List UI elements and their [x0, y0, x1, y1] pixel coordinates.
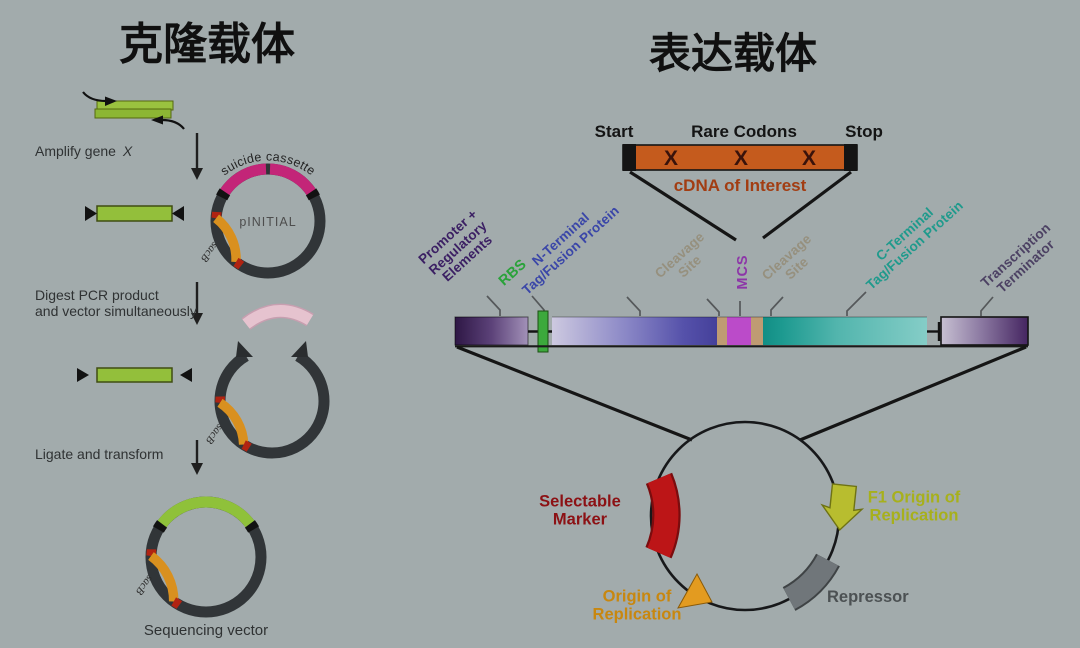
rare-codon-x: X	[802, 147, 816, 170]
label-leader-lines	[486, 291, 994, 316]
sacb-label: sacB	[203, 422, 226, 447]
selectable-marker-label: Selectable Marker	[539, 492, 621, 528]
ligate-step-label: Ligate and transform	[35, 446, 164, 462]
stop-label: Stop	[845, 122, 883, 141]
repressor-label: Repressor	[827, 588, 909, 606]
sacb-arc	[148, 552, 179, 602]
rbs-tick	[537, 310, 549, 353]
cdna-of-interest-label: cDNA of Interest	[673, 176, 807, 195]
expression-plasmid	[645, 420, 865, 612]
repressor-band	[783, 554, 839, 610]
c-terminal-segment	[763, 317, 927, 345]
sacb-label: sacB	[133, 573, 156, 598]
opened-vector: sacB	[203, 341, 330, 459]
start-label: Start	[594, 122, 634, 141]
released-fragment	[241, 303, 314, 330]
digest-line1: Digest PCR product	[35, 287, 159, 303]
mcs-segment	[727, 317, 751, 345]
suicide-cassette-arc	[218, 163, 267, 198]
sequencing-vector-plasmid: sacB	[133, 496, 267, 618]
promoter-segment	[454, 316, 529, 346]
sacb-arc	[213, 214, 241, 263]
cloning-vector-title: 克隆载体	[119, 20, 295, 69]
n-terminal-segment	[552, 317, 717, 345]
selectable-marker-band	[647, 473, 679, 558]
expression-vector-title: 表达载体	[648, 32, 818, 78]
origin-of-replication-label: Origin of Replication	[592, 587, 682, 623]
f1-origin-label: F1 Origin of Replication	[867, 488, 961, 524]
expression-cassette-bar	[454, 310, 1029, 353]
cleavage-site-segment	[717, 317, 727, 345]
pinitial-label: pINITIAL	[239, 215, 296, 229]
origin-of-replication-marker	[677, 572, 713, 609]
pinitial-plasmid: suicide cassette pINITIAL sacB	[198, 150, 326, 279]
cdna-bar: X X X	[622, 144, 858, 171]
rare-codon-x: X	[664, 147, 678, 170]
digest-line2: and vector simultaneously	[35, 303, 197, 319]
down-arrow-icon	[191, 133, 203, 180]
rare-codon-x: X	[734, 147, 748, 170]
pcr-template-bar	[82, 91, 185, 130]
amplify-text: Amplify gene	[35, 143, 116, 159]
sacb-label: sacB	[198, 240, 221, 265]
down-arrow-icon	[191, 282, 203, 325]
forward-primer-icon	[82, 91, 107, 103]
sequencing-vector-label: Sequencing vector	[143, 622, 269, 639]
gene-x-text: X	[122, 143, 133, 159]
reverse-primer-icon	[161, 118, 185, 130]
mcs-label: MCS	[734, 254, 751, 290]
terminator-segment	[940, 316, 1029, 346]
bar-to-plasmid-funnel	[456, 345, 1027, 442]
digest-step-label: Digest PCR product and vector simultaneo…	[35, 287, 197, 319]
inserted-gene-arc	[156, 496, 256, 529]
start-codon-cap	[623, 144, 636, 171]
rare-codons-label: Rare Codons	[691, 122, 797, 141]
f1-origin-arrow	[820, 483, 865, 532]
pcr-product-bar	[85, 205, 184, 222]
cdna-funnel-lines	[629, 170, 852, 242]
digested-insert-bar	[77, 367, 192, 383]
sacb-arc	[217, 398, 249, 445]
cleavage-site-segment	[751, 317, 763, 345]
stop-codon-cap	[844, 144, 857, 171]
down-arrow-icon	[191, 440, 203, 475]
amplify-step-label: Amplify gene X	[35, 143, 132, 159]
